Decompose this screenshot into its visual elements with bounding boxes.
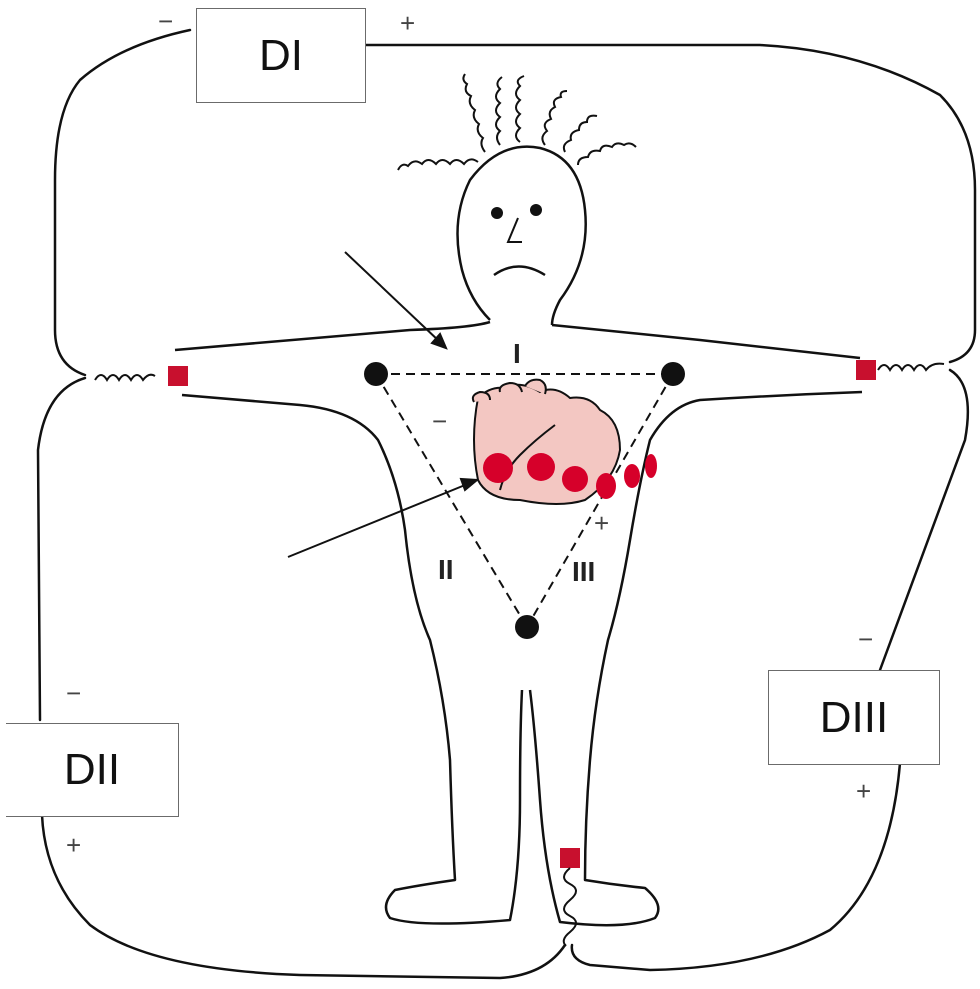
arrow-to-body xyxy=(345,252,440,342)
coil-right xyxy=(878,364,944,370)
dii-minus-sign: − xyxy=(66,680,81,706)
arrow-to-heart xyxy=(288,483,470,557)
electrode-leg xyxy=(560,848,580,868)
lead-box-di: DI xyxy=(196,8,366,103)
nose xyxy=(508,218,522,242)
vertex-left-arm xyxy=(661,362,685,386)
lead-wires xyxy=(38,30,975,978)
wire-di-left xyxy=(55,30,190,375)
face xyxy=(491,204,545,275)
left-eye xyxy=(491,207,503,219)
electrode-left-arm-right xyxy=(856,360,876,380)
diii-plus-sign: + xyxy=(856,778,871,804)
triangle-label-i: I xyxy=(513,340,521,368)
di-minus-sign: − xyxy=(158,8,173,34)
dii-plus-sign: + xyxy=(66,832,81,858)
heart-plus-sign: + xyxy=(594,510,609,536)
vertex-right-arm xyxy=(364,362,388,386)
coil-left xyxy=(95,375,155,380)
head-outline xyxy=(458,147,586,325)
wire-diii-bottom xyxy=(572,763,900,970)
curly-hair xyxy=(398,74,636,170)
triangle-label-ii: II xyxy=(438,556,454,584)
body-figure xyxy=(175,147,862,926)
diii-minus-sign: − xyxy=(858,626,873,652)
triangle-label-iii: III xyxy=(572,558,595,586)
wire-dii-bottom xyxy=(42,815,565,978)
wire-dii-top xyxy=(38,378,85,720)
wire-di-right xyxy=(365,45,975,362)
vertex-left-leg xyxy=(515,615,539,639)
heart xyxy=(473,380,657,504)
arrow-to-heart-head xyxy=(461,479,477,490)
electrode-right-arm-left xyxy=(168,366,188,386)
pointer-arrows xyxy=(288,252,477,557)
lead-box-dii: DII xyxy=(6,723,179,817)
right-eye xyxy=(530,204,542,216)
di-plus-sign: + xyxy=(400,10,415,36)
coil-leg xyxy=(564,868,576,946)
lead-box-diii: DIII xyxy=(768,670,940,765)
mouth xyxy=(494,267,545,276)
wire-diii-top xyxy=(880,370,968,670)
heart-minus-sign: − xyxy=(432,408,447,434)
